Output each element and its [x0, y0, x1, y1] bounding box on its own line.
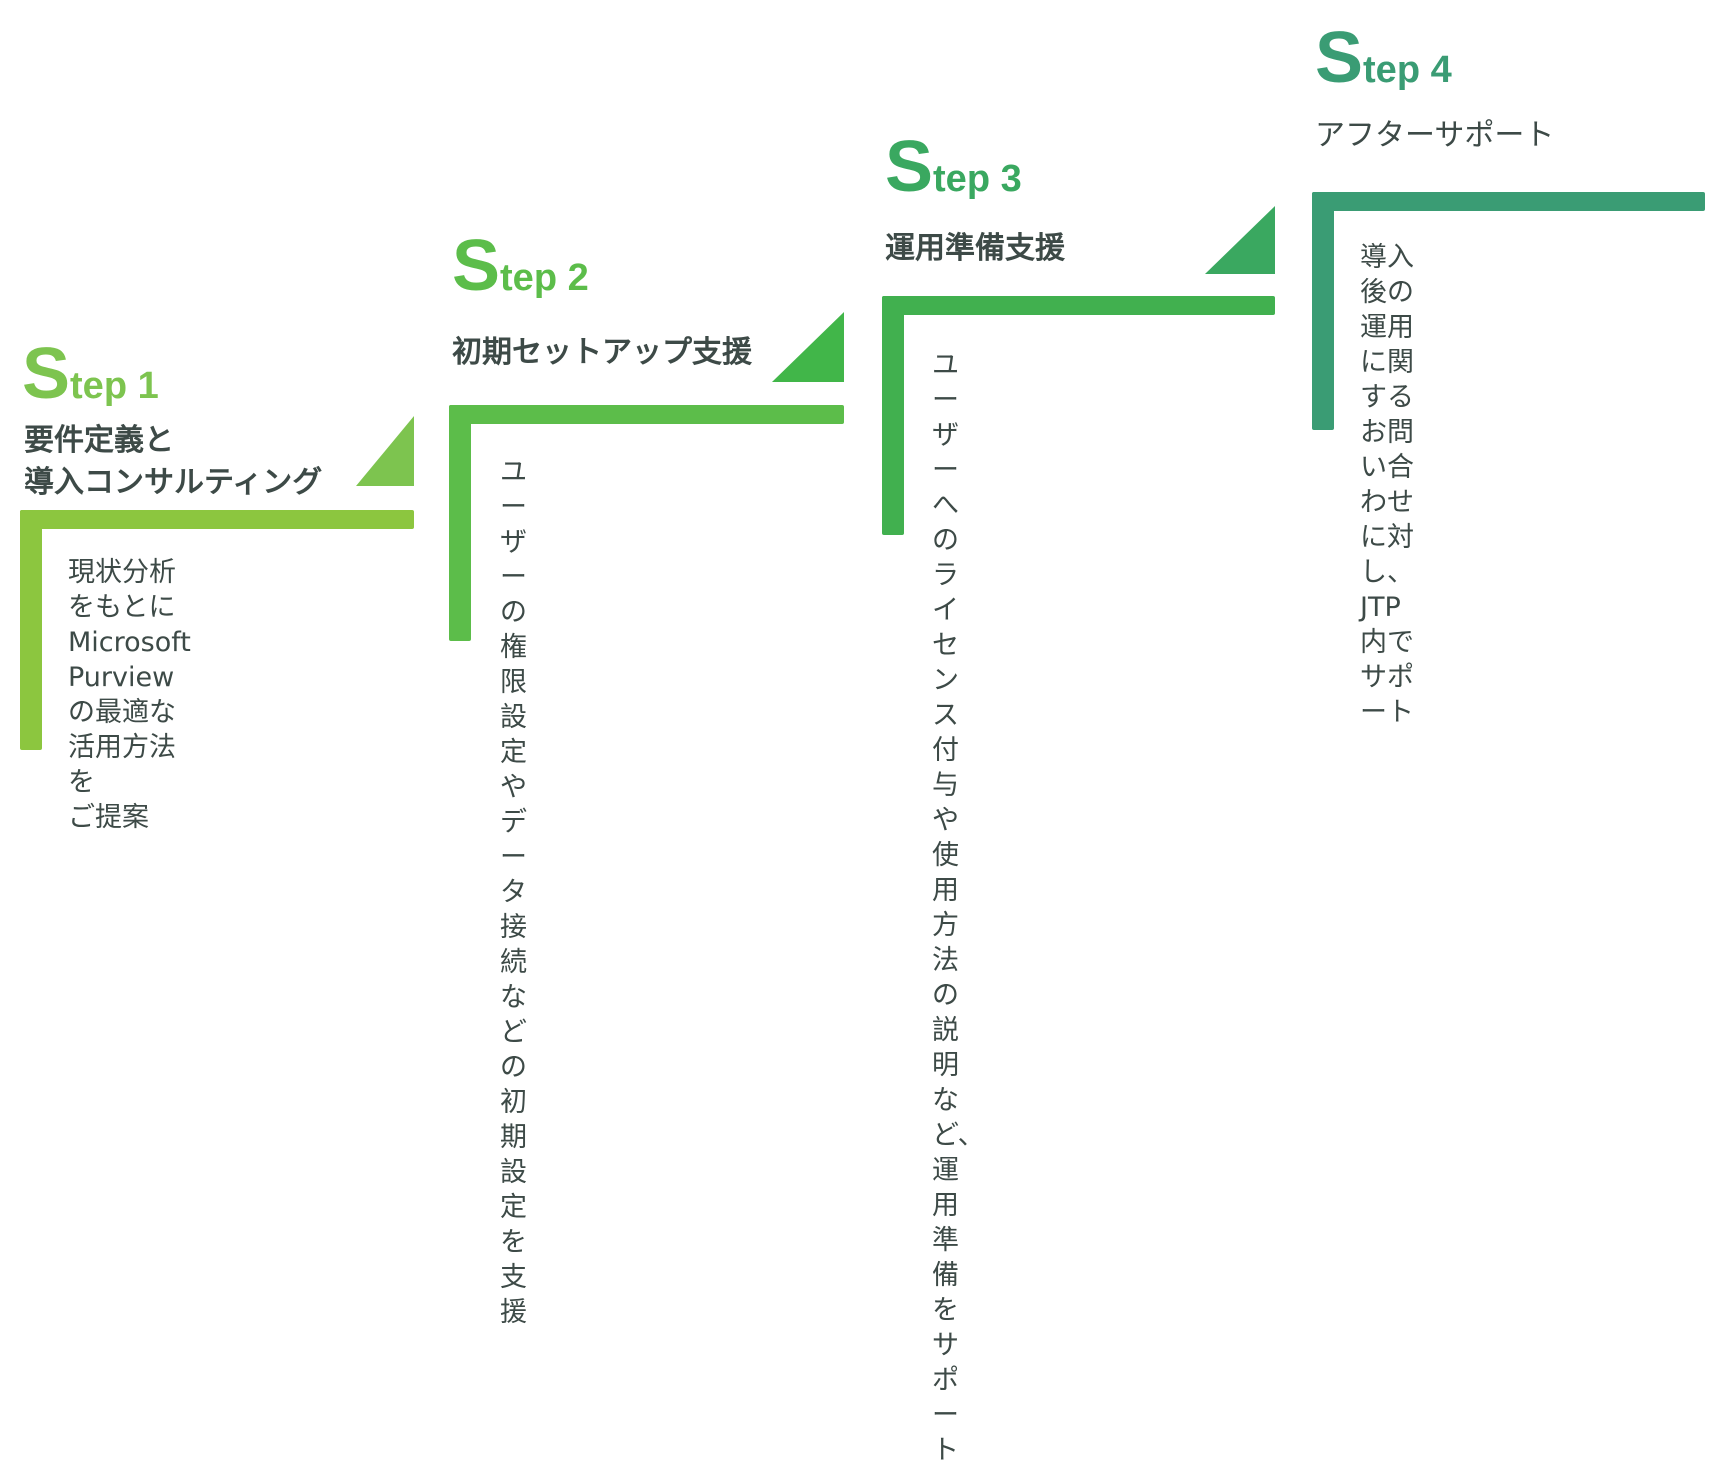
corner-triangle — [356, 416, 414, 486]
step-number: tep 3 — [933, 158, 1022, 200]
step-title: 要件定義と導入コンサルティング — [24, 420, 322, 504]
bracket-top — [1312, 192, 1705, 211]
step-initial: S — [22, 334, 70, 414]
step-description: 現状分析をもとに Microsoft Purview の最適な活用方法を ご提案 — [68, 557, 191, 833]
step-number: tep 2 — [500, 257, 589, 299]
title-line: 導入コンサルティング — [24, 465, 323, 500]
step-title: 運用準備支援 — [885, 228, 1065, 270]
bracket-side — [449, 405, 471, 641]
bracket-top — [882, 296, 1275, 315]
title-line: 要件定義と — [24, 423, 174, 458]
title-line: アフターサポート — [1315, 118, 1555, 153]
step-label: Step 2 — [452, 230, 589, 302]
corner-triangle — [772, 312, 844, 382]
step-description: 導入後の運用に関する お問い合わせに対し、 JTP内でサポート — [1360, 242, 1414, 728]
step-title: 初期セットアップ支援 — [452, 332, 752, 374]
step-description: ユーザーへのライセンス 付与や使用方法の説明 など、運用準備をサポ ート — [932, 350, 985, 1466]
bracket-top — [449, 405, 844, 424]
bracket-side — [20, 510, 42, 750]
step-number: tep 4 — [1363, 49, 1452, 91]
step-initial: S — [885, 127, 933, 207]
corner-triangle — [1205, 206, 1275, 274]
title-line: 初期セットアップ支援 — [452, 335, 752, 370]
step-label: Step 3 — [885, 131, 1022, 203]
step-description: ユーザーの権限設定や データ接続などの初期 設定を支援 — [500, 457, 527, 1328]
bracket-side — [1312, 192, 1334, 430]
step-label: Step 4 — [1315, 22, 1452, 94]
step-label: Step 1 — [22, 338, 159, 410]
step-number: tep 1 — [70, 365, 159, 407]
bracket-top — [20, 510, 414, 529]
title-line: 運用準備支援 — [885, 231, 1065, 266]
step-title: アフターサポート — [1315, 115, 1554, 157]
step-initial: S — [1315, 18, 1363, 98]
bracket-side — [882, 296, 904, 535]
step-initial: S — [452, 226, 500, 306]
